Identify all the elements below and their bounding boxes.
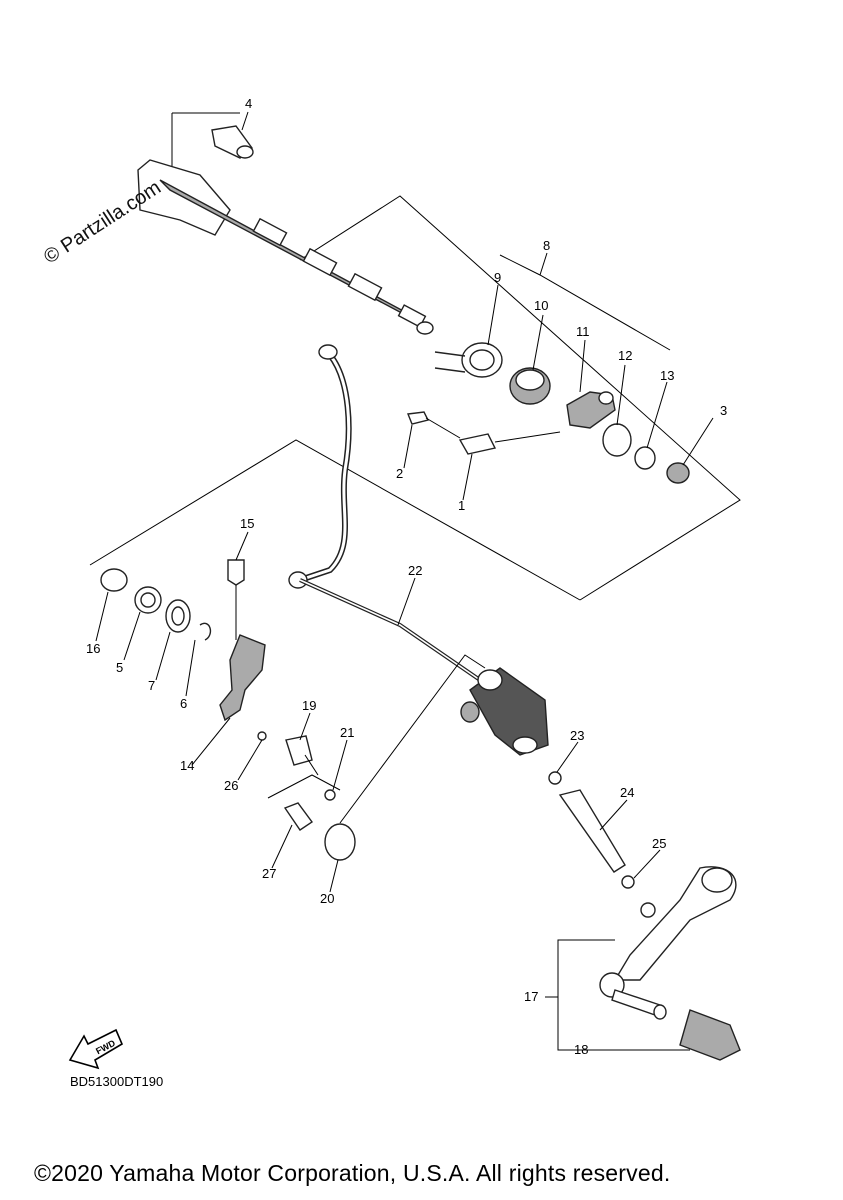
shift-shaft-assembly — [137, 159, 434, 335]
callout-21: 21 — [340, 725, 354, 740]
callout-3: 3 — [720, 403, 727, 418]
leader-lines — [95, 111, 714, 893]
shift-pedal — [599, 866, 741, 1061]
parts-1-2 — [407, 411, 561, 455]
shift-rod — [288, 344, 352, 589]
callout-16: 16 — [86, 641, 100, 656]
callout-9: 9 — [494, 270, 501, 285]
fwd-arrow-icon: FWD — [68, 1028, 124, 1070]
callout-20: 20 — [320, 891, 334, 906]
callout-22: 22 — [408, 563, 422, 578]
callout-27: 27 — [262, 866, 276, 881]
lower-group-outline — [89, 439, 581, 601]
callout-26: 26 — [224, 778, 238, 793]
bracket-17-18 — [545, 939, 690, 1051]
part-22-rod — [299, 578, 482, 682]
diagram-code: BD51300DT190 — [70, 1074, 164, 1089]
callout-25: 25 — [652, 836, 666, 851]
callout-12: 12 — [618, 348, 632, 363]
callout-6: 6 — [180, 696, 187, 711]
callout-14: 14 — [180, 758, 194, 773]
parts-23-24-25 — [548, 771, 635, 889]
callout-13: 13 — [660, 368, 674, 383]
parts-9-13 — [434, 342, 690, 484]
callout-2: 2 — [396, 466, 403, 481]
callout-1: 1 — [458, 498, 465, 513]
callout-11: 11 — [576, 324, 590, 339]
callout-23: 23 — [570, 728, 584, 743]
parts-14-15 — [219, 559, 267, 741]
callout-19: 19 — [302, 698, 316, 713]
part-4-pin — [211, 125, 254, 159]
callout-17: 17 — [524, 989, 538, 1004]
callout-10: 10 — [534, 298, 548, 313]
upper-group-outline — [171, 112, 741, 601]
callout-24: 24 — [620, 785, 634, 800]
callout-8: 8 — [543, 238, 550, 253]
callout-15: 15 — [240, 516, 254, 531]
rings-left — [100, 568, 212, 641]
callout-labels: 4 8 9 10 11 12 13 3 2 1 15 22 16 5 7 6 1… — [86, 96, 727, 1057]
shift-sensor — [460, 667, 549, 756]
parts-19-21-27-20 — [267, 654, 486, 861]
copyright-notice: ©2020 Yamaha Motor Corporation, U.S.A. A… — [34, 1160, 671, 1186]
callout-18: 18 — [574, 1042, 588, 1057]
callout-5: 5 — [116, 660, 123, 675]
callout-7: 7 — [148, 678, 155, 693]
callout-4: 4 — [245, 96, 252, 111]
